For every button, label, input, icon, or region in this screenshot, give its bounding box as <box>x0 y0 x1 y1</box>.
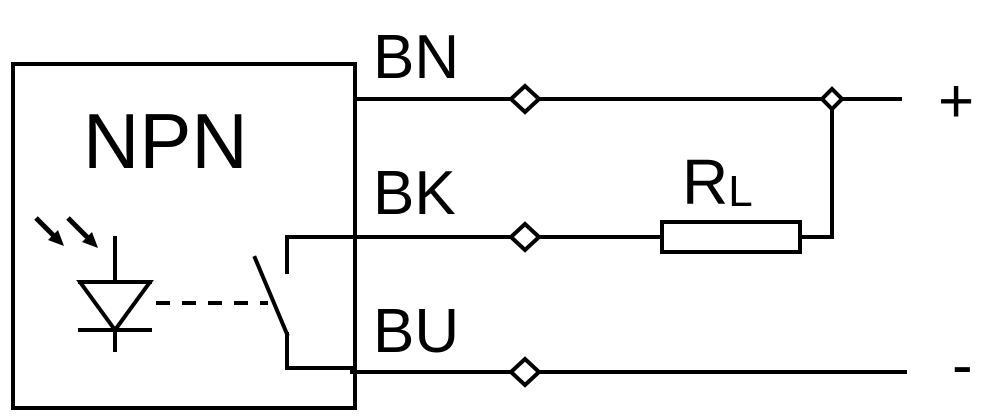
light-arrows-icon <box>34 216 98 248</box>
supply-positive-label: + <box>938 67 974 136</box>
load-label: RL <box>682 146 753 218</box>
wire-label-black: BK <box>373 159 456 228</box>
terminal-black <box>508 221 542 253</box>
load-label-sub: L <box>728 167 752 216</box>
wire-label-blue: BU <box>373 297 459 366</box>
photodiode-icon <box>76 236 154 352</box>
output-switch-icon <box>252 235 354 370</box>
terminal-brown <box>508 83 542 115</box>
load-resistor <box>660 220 802 254</box>
wire-label-brown: BN <box>373 23 459 92</box>
junction-node <box>819 86 845 112</box>
load-label-main: R <box>682 146 728 218</box>
terminal-blue <box>508 356 542 388</box>
sensor-type-label: NPN <box>83 97 248 185</box>
supply-negative-label: - <box>952 331 973 400</box>
